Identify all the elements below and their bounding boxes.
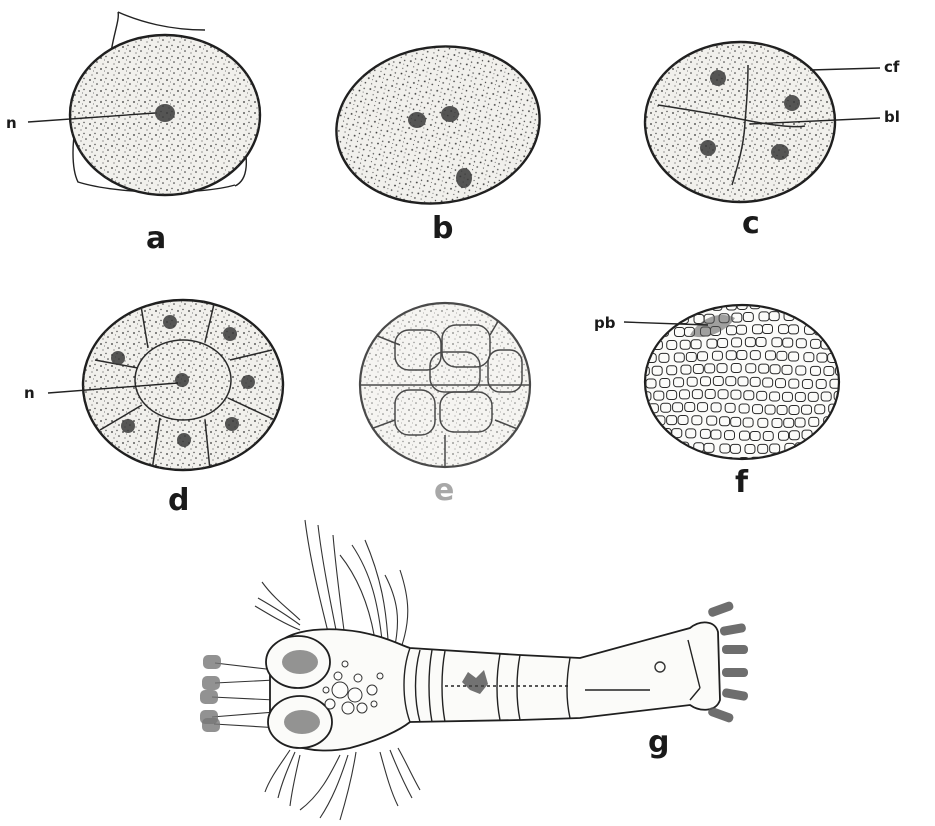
blastoderm-cell <box>830 455 840 464</box>
annotation-cf: cf <box>884 58 900 76</box>
blastoderm-cell <box>829 429 839 438</box>
eye-upper-pigment <box>282 650 318 674</box>
blastoderm-cell <box>822 442 832 451</box>
blastoderm-cell <box>817 429 827 438</box>
annotation-n-d: n <box>24 384 35 402</box>
blastoderm-cell <box>639 442 649 451</box>
polar-body-b <box>456 168 472 188</box>
panel-d: n d <box>24 300 283 518</box>
blastoderm-cell <box>815 455 825 464</box>
blastoderm-cell <box>837 416 847 425</box>
blastoderm-cell <box>777 299 787 308</box>
annotation-pb: pb <box>594 314 616 332</box>
blastoderm-cell <box>642 340 652 349</box>
panel-e: e <box>360 303 530 508</box>
egg-b-yolk-stipple <box>326 34 550 217</box>
blastoderm-cell <box>843 379 853 388</box>
blastoderm-cell <box>672 455 682 464</box>
blastoderm-cell <box>843 403 853 412</box>
panel-label-a: a <box>146 221 166 256</box>
nucleus-d-2 <box>223 327 237 341</box>
label-line-cf <box>810 68 880 70</box>
blastoderm-cell <box>841 455 851 464</box>
nucleus-d-1 <box>163 315 177 329</box>
annotation-bl: bl <box>884 108 900 126</box>
panel-label-g: g <box>648 725 669 760</box>
blastoderm-cell <box>687 456 697 465</box>
blastoderm-cell <box>698 457 708 466</box>
nucleus-a <box>155 104 175 122</box>
blastoderm-cell <box>698 301 708 310</box>
eye-lower-pigment <box>284 710 320 734</box>
panel-label-e: e <box>434 473 454 508</box>
annotation-n-a: n <box>6 114 17 132</box>
nucleus-b-2 <box>441 106 459 122</box>
nucleus-d-center <box>175 373 189 387</box>
blastoderm-cell <box>639 313 649 322</box>
blastoderm-cell <box>647 300 657 309</box>
egg-f <box>645 305 839 459</box>
blastoderm-cell <box>713 457 723 466</box>
panel-label-b: b <box>432 211 453 246</box>
nucleus-c-1 <box>710 70 726 86</box>
blastoderm-cell <box>834 313 844 322</box>
blastoderm-cell <box>654 442 664 451</box>
nucleus-c-4 <box>771 144 789 160</box>
panel-label-f: f <box>735 465 749 500</box>
blastoderm-cell <box>841 327 851 336</box>
blastoderm-cell <box>836 442 846 451</box>
blastoderm-cell <box>789 299 799 308</box>
blastoderm-cell <box>646 455 656 464</box>
nucleus-d-4 <box>225 417 239 431</box>
nucleus-d-5 <box>177 433 191 447</box>
panel-b: b <box>326 34 550 246</box>
blastoderm-cell <box>830 327 840 336</box>
blastoderm-cell <box>817 299 827 308</box>
blastoderm-cell <box>837 340 847 349</box>
nucleus-c-2 <box>784 95 800 111</box>
blastoderm-cell <box>667 314 677 323</box>
blastoderm-cell <box>842 300 852 309</box>
blastoderm-cell <box>648 327 658 336</box>
panel-a: n a <box>6 12 260 256</box>
nucleus-d-6 <box>121 419 135 433</box>
blastoderm-cell <box>777 456 787 465</box>
nucleus-c-3 <box>700 140 716 156</box>
blastoderm-cell <box>804 299 814 308</box>
blastoderm-cell <box>674 301 684 310</box>
blastoderm-cell <box>811 442 821 451</box>
nucleus-d-3 <box>241 375 255 389</box>
blastoderm-cell <box>808 312 818 321</box>
blastoderm-cell <box>654 314 664 323</box>
blastoderm-cell <box>790 455 800 464</box>
panel-label-d: d <box>168 483 189 518</box>
blastoderm-cell <box>828 299 838 308</box>
nucleus-b-1 <box>408 112 426 128</box>
blastoderm-cell <box>659 300 669 309</box>
nucleus-d-7 <box>111 351 125 365</box>
panel-g: g <box>200 520 749 820</box>
blastoderm-cell <box>764 457 774 466</box>
panel-f: pb f <box>594 299 853 500</box>
blastoderm-cell <box>842 353 852 362</box>
blastoderm-cell <box>647 429 657 438</box>
blastoderm-cell <box>803 455 813 464</box>
blastoderm-cell <box>641 416 651 425</box>
panel-label-c: c <box>742 206 760 241</box>
blastoderm-cell <box>661 455 671 464</box>
panel-c: cf bl c <box>645 42 900 241</box>
blastoderm-cell <box>841 429 851 438</box>
blastoderm-cell <box>687 301 697 310</box>
blastoderm-cell <box>667 442 677 451</box>
blastoderm-cell <box>824 313 834 322</box>
